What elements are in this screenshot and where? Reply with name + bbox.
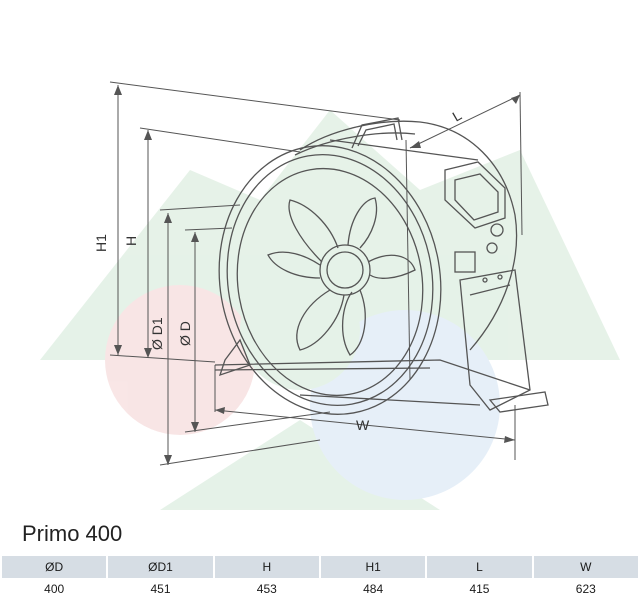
watermark-logo — [40, 110, 620, 510]
dimension-label-h: H — [123, 236, 139, 246]
dimension-label-d: Ø D — [177, 321, 193, 346]
model-title: Primo 400 — [22, 521, 123, 546]
spec-header-l: L — [427, 556, 532, 578]
spec-value-h1: 484 — [363, 582, 384, 596]
spec-header-d1: ØD1 — [108, 556, 213, 578]
spec-value-d1: 451 — [150, 582, 171, 596]
spec-value-h: 453 — [256, 582, 277, 596]
spec-value-w: 623 — [575, 582, 596, 596]
spec-header-d: ØD — [2, 556, 107, 578]
spec-value-d: 400 — [44, 582, 65, 596]
dimension-label-l: L — [450, 107, 465, 125]
spec-table: ØD ØD1 H H1 L W 400 451 453 484 415 623 — [0, 556, 640, 600]
spec-value-row: 400 451 453 484 415 623 — [2, 578, 638, 600]
fan-dimension-drawing: H1 H Ø D1 Ø D L W — [40, 81, 620, 510]
fan-body — [214, 117, 549, 415]
dimension-label-w: W — [356, 417, 370, 433]
spec-value-l: 415 — [469, 582, 490, 596]
dimension-label-h1: H1 — [93, 234, 109, 252]
spec-header-w: W — [533, 556, 638, 578]
spec-header-h: H — [214, 556, 319, 578]
dimension-arrows — [114, 85, 520, 465]
dimension-label-d1: Ø D1 — [149, 317, 165, 350]
spec-header-row: ØD ØD1 H H1 L W — [2, 556, 638, 578]
spec-header-h1: H1 — [320, 556, 426, 578]
dimension-lines — [109, 81, 523, 466]
